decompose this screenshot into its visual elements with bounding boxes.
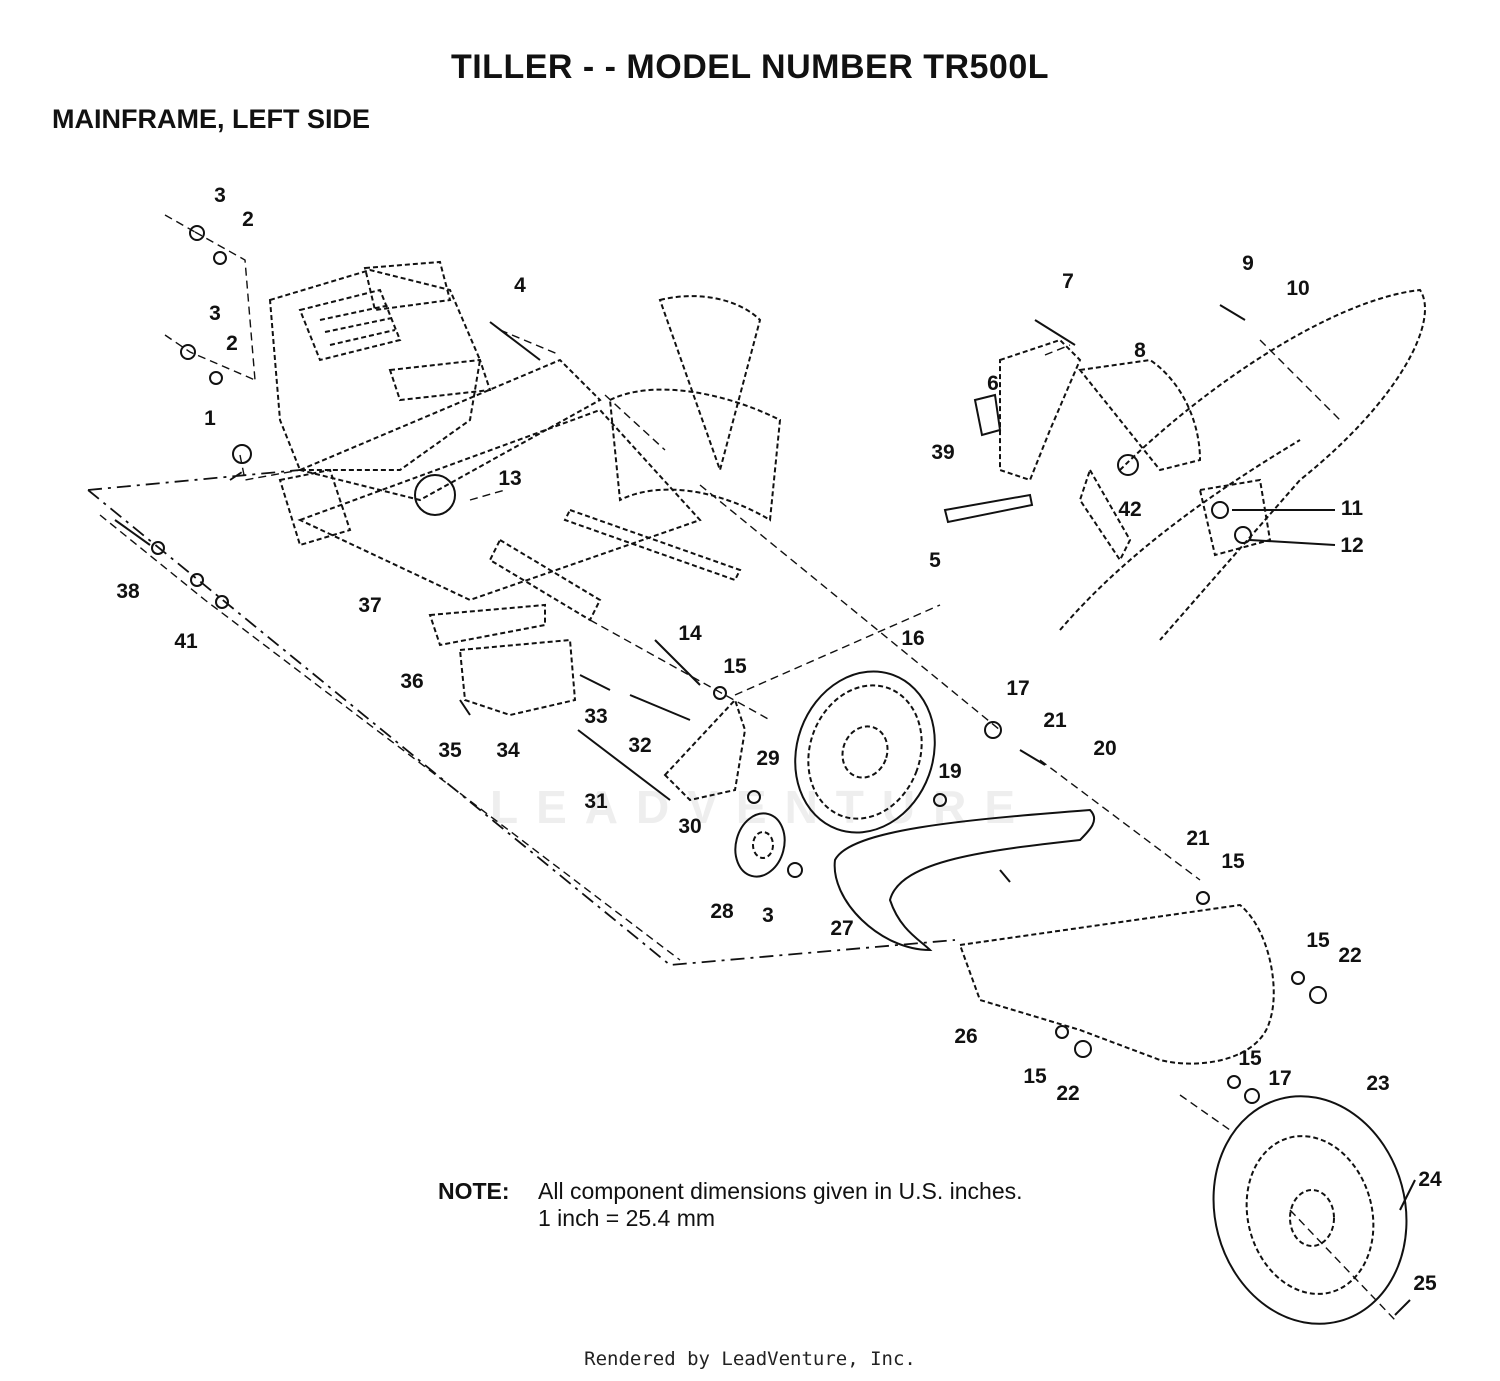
callout-label: 3	[214, 184, 226, 207]
callout-label: 15	[1221, 850, 1245, 873]
pulley-28-drawing	[734, 812, 786, 878]
watermark: LEADVENTURE	[490, 781, 1034, 833]
guard-lower-drawing	[958, 903, 1275, 1065]
callout-label: 6	[987, 372, 999, 395]
callout-label: 32	[628, 734, 651, 757]
callout-label: 4	[514, 274, 526, 297]
callout-label: 41	[174, 630, 198, 653]
note-line-1: All component dimensions given in U.S. i…	[538, 1178, 1023, 1204]
callout-label: 38	[116, 580, 140, 603]
callout-label: 28	[710, 900, 734, 923]
callout-label: 22	[1056, 1082, 1079, 1105]
callout-label: 21	[1043, 709, 1067, 732]
callout-label: 36	[400, 670, 423, 693]
idler-bracket-drawing	[663, 698, 747, 802]
callout-labels: 3 2 3 2 1 4 13 38 41 37 36 35 34 33 32 3…	[116, 184, 1442, 1295]
frame-outline	[87, 469, 956, 966]
guard-upper-drawing	[999, 288, 1426, 641]
callout-label: 22	[1338, 944, 1361, 967]
callout-label: 12	[1340, 534, 1363, 557]
callout-label: 27	[830, 917, 853, 940]
engine-drawing	[268, 260, 492, 547]
callout-label: 15	[1238, 1047, 1262, 1070]
callout-label: 13	[498, 467, 521, 490]
note-line-2: 1 inch = 25.4 mm	[538, 1205, 716, 1231]
callout-label: 19	[938, 760, 961, 783]
callout-label: 7	[1062, 270, 1074, 293]
callout-label: 5	[929, 549, 941, 572]
note-label: NOTE:	[438, 1178, 510, 1204]
pulley-16-drawing	[794, 670, 936, 834]
callout-label: 34	[496, 739, 520, 762]
callout-label: 29	[756, 747, 779, 770]
callout-label: 1	[204, 407, 216, 430]
wheel-drawing	[1212, 1095, 1408, 1325]
callout-label: 10	[1286, 277, 1309, 300]
callout-label: 31	[584, 790, 608, 813]
callout-label: 8	[1134, 339, 1146, 362]
callout-label: 20	[1093, 737, 1116, 760]
callout-label: 14	[678, 622, 702, 645]
callout-label: 11	[1341, 497, 1364, 520]
callout-label: 2	[226, 332, 238, 355]
callout-label: 16	[901, 627, 924, 650]
bracket-drawing	[428, 603, 577, 717]
section-title: MAINFRAME, LEFT SIDE	[52, 104, 370, 134]
callout-label: 35	[438, 739, 462, 762]
callout-label: 37	[358, 594, 381, 617]
callout-label: 24	[1418, 1168, 1442, 1191]
callout-label: 33	[584, 705, 607, 728]
callout-label: 3	[209, 302, 221, 325]
belt-drawing	[833, 808, 1096, 952]
callout-label: 2	[242, 208, 254, 231]
page-title: TILLER - - MODEL NUMBER TR500L	[450, 48, 1050, 86]
callout-label: 15	[723, 655, 747, 678]
callout-label: 42	[1118, 498, 1141, 521]
callout-label: 15	[1306, 929, 1330, 952]
hardware-drawing	[114, 225, 1416, 1316]
footer-credit: Rendered by LeadVenture, Inc.	[584, 1348, 916, 1370]
callout-label: 15	[1023, 1065, 1047, 1088]
callout-label: 30	[678, 815, 701, 838]
note-block: NOTE: All component dimensions given in U…	[438, 1178, 1023, 1232]
callout-label: 17	[1268, 1067, 1291, 1090]
callout-label: 23	[1366, 1072, 1389, 1095]
callout-label: 39	[931, 441, 954, 464]
leader-lines	[99, 214, 1396, 1321]
mainframe-drawing	[296, 295, 782, 622]
callout-label: 9	[1242, 252, 1254, 275]
callout-label: 17	[1006, 677, 1029, 700]
callout-label: 25	[1413, 1272, 1437, 1295]
callout-label: 21	[1186, 827, 1210, 850]
callout-label: 26	[954, 1025, 977, 1048]
callout-label: 3	[762, 904, 774, 927]
